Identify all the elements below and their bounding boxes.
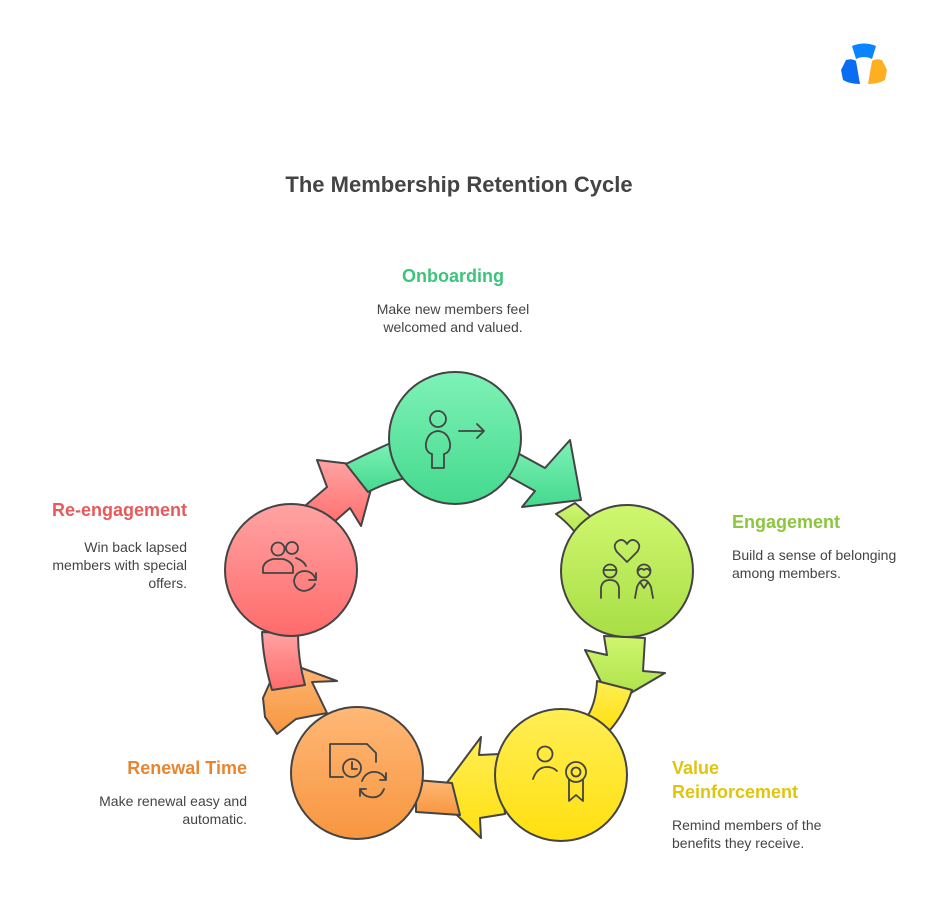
stage-circle-value-reinforcement[interactable]	[494, 708, 628, 842]
description-line: welcomed and valued.	[383, 319, 523, 335]
description-line: Make new members feel	[376, 301, 530, 317]
stage-label-engagement: Engagement	[732, 512, 841, 532]
description-line: members with special	[52, 557, 187, 573]
stage-label-renewal-time: Renewal Time	[127, 758, 247, 778]
stage-circle-renewal-time[interactable]	[290, 706, 424, 840]
description-line: automatic.	[182, 811, 247, 827]
stage-label-onboarding: Onboarding	[402, 266, 504, 286]
stage-circle-re-engagement[interactable]	[224, 503, 358, 637]
stage-circle-onboarding[interactable]	[388, 371, 522, 505]
arrow-onboarding-to-engagement	[507, 439, 582, 508]
users-refresh-icon	[262, 541, 317, 592]
stage-description-onboarding: Make new members feel welcomed and value…	[352, 300, 554, 336]
description-line: Win back lapsed	[84, 539, 187, 555]
band-reengagement-in	[261, 631, 306, 691]
description-line: Build a sense of belonging	[732, 547, 897, 563]
person-arrow-right-icon	[424, 410, 485, 469]
person-award-icon	[532, 745, 587, 802]
document-clock-refresh-icon	[329, 743, 387, 799]
description-line: among members.	[732, 565, 841, 581]
stage-description-engagement: Build a sense of belonging among members…	[732, 546, 932, 582]
stage-description-re-engagement: Win back lapsed members with special off…	[7, 538, 187, 592]
page-title: The Membership Retention Cycle	[285, 172, 633, 197]
stage-description-renewal-time: Make renewal easy and automatic.	[47, 792, 247, 828]
label-line: Reinforcement	[672, 782, 799, 802]
band-renewal-in	[415, 779, 461, 816]
stage-label-re-engagement: Re-engagement	[51, 500, 187, 520]
stage-label-value-reinforcement: Value Reinforcement	[672, 756, 798, 804]
label-line: Value	[672, 758, 720, 778]
description-line: Remind members of the	[672, 817, 822, 833]
description-line: offers.	[148, 575, 187, 591]
stage-description-value-reinforcement: Remind members of the benefits they rece…	[672, 816, 872, 852]
arrow-value-to-renewal	[436, 736, 506, 839]
couple-heart-icon	[600, 539, 654, 599]
description-line: Make renewal easy and	[99, 793, 247, 809]
description-line: benefits they receive.	[672, 835, 805, 851]
stage-circle-engagement[interactable]	[560, 504, 694, 638]
brand-logo-icon	[841, 43, 887, 84]
